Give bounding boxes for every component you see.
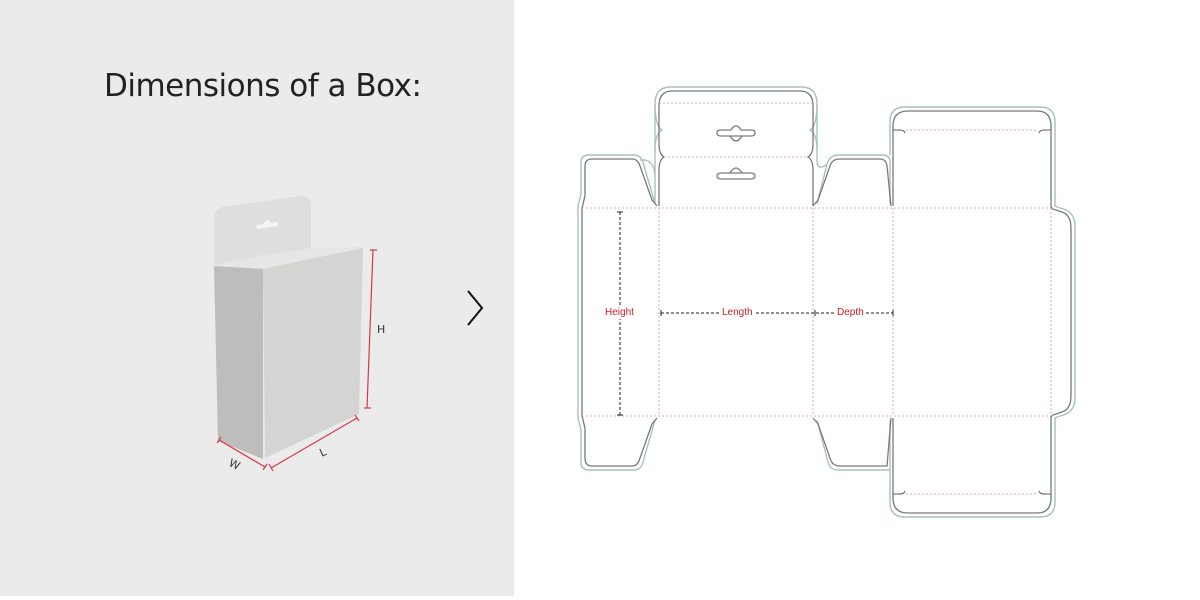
box-illustration <box>214 195 377 472</box>
dieline-length-label: Length <box>720 307 755 319</box>
chevron-right-icon <box>467 290 484 326</box>
length-dimension-line <box>268 414 360 472</box>
fold-lines <box>582 102 1052 495</box>
cut-lines <box>581 90 1072 514</box>
next-button[interactable] <box>458 282 498 334</box>
width-dimension-line <box>216 436 268 471</box>
bleed-lines <box>577 86 1076 518</box>
page-title: Dimensions of a Box: <box>104 68 422 104</box>
dimension-ticks <box>617 211 894 416</box>
height-dimension-line <box>364 249 377 409</box>
dieline-height-label: Height <box>603 307 636 319</box>
dieline-depth-label: Depth <box>835 307 866 319</box>
box-height-label: H <box>377 323 386 336</box>
